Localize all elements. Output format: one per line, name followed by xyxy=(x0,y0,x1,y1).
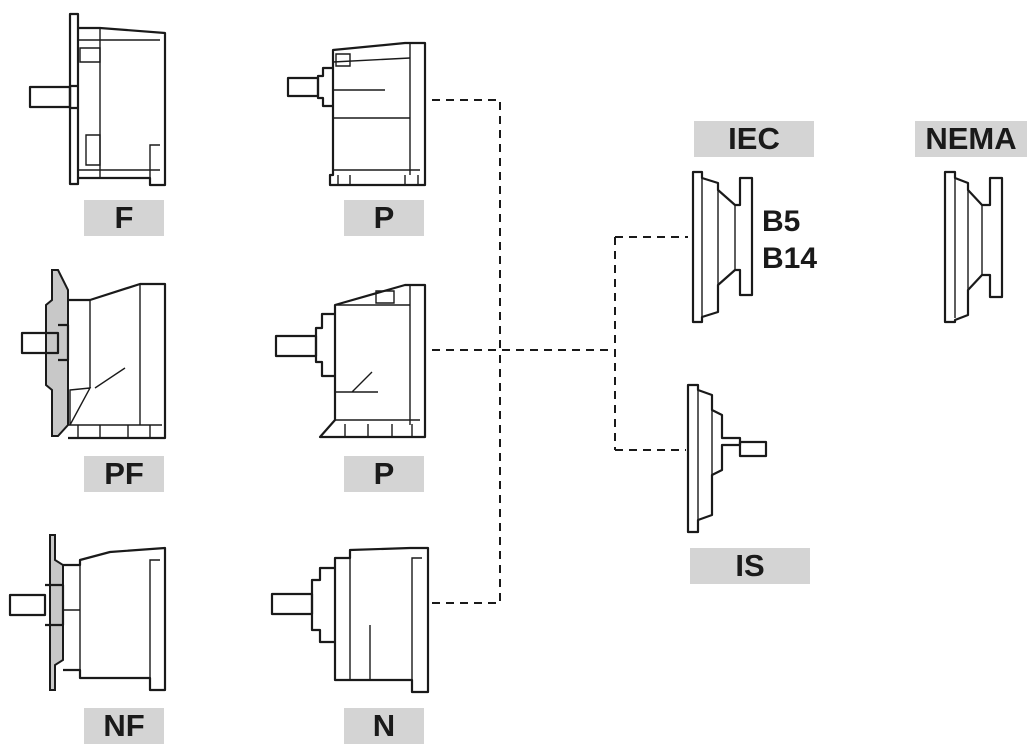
housing-f-drawing xyxy=(30,14,165,185)
connection-lines xyxy=(432,100,688,603)
housing-pf-drawing xyxy=(22,270,165,438)
label-nf: NF xyxy=(84,708,164,744)
connector-p-top xyxy=(432,100,500,350)
flange-type-b5: B5 xyxy=(762,205,800,239)
label-p-mid: P xyxy=(344,456,424,492)
connector-n xyxy=(432,350,500,603)
label-is: IS xyxy=(690,548,810,584)
housing-n-drawing xyxy=(272,548,428,692)
label-n: N xyxy=(344,708,424,744)
housing-p-mid-drawing xyxy=(276,285,425,437)
adapter-iec-drawing xyxy=(693,172,752,322)
housing-nf-drawing xyxy=(10,535,165,690)
adapter-nema-drawing xyxy=(945,172,1002,322)
label-p-top: P xyxy=(344,200,424,236)
adapter-is-drawing xyxy=(688,385,766,532)
housing-p-top-drawing xyxy=(288,43,425,185)
label-nema: NEMA xyxy=(915,121,1027,157)
label-pf: PF xyxy=(84,456,164,492)
label-f: F xyxy=(84,200,164,236)
flange-type-b14: B14 xyxy=(762,242,817,276)
label-iec: IEC xyxy=(694,121,814,157)
